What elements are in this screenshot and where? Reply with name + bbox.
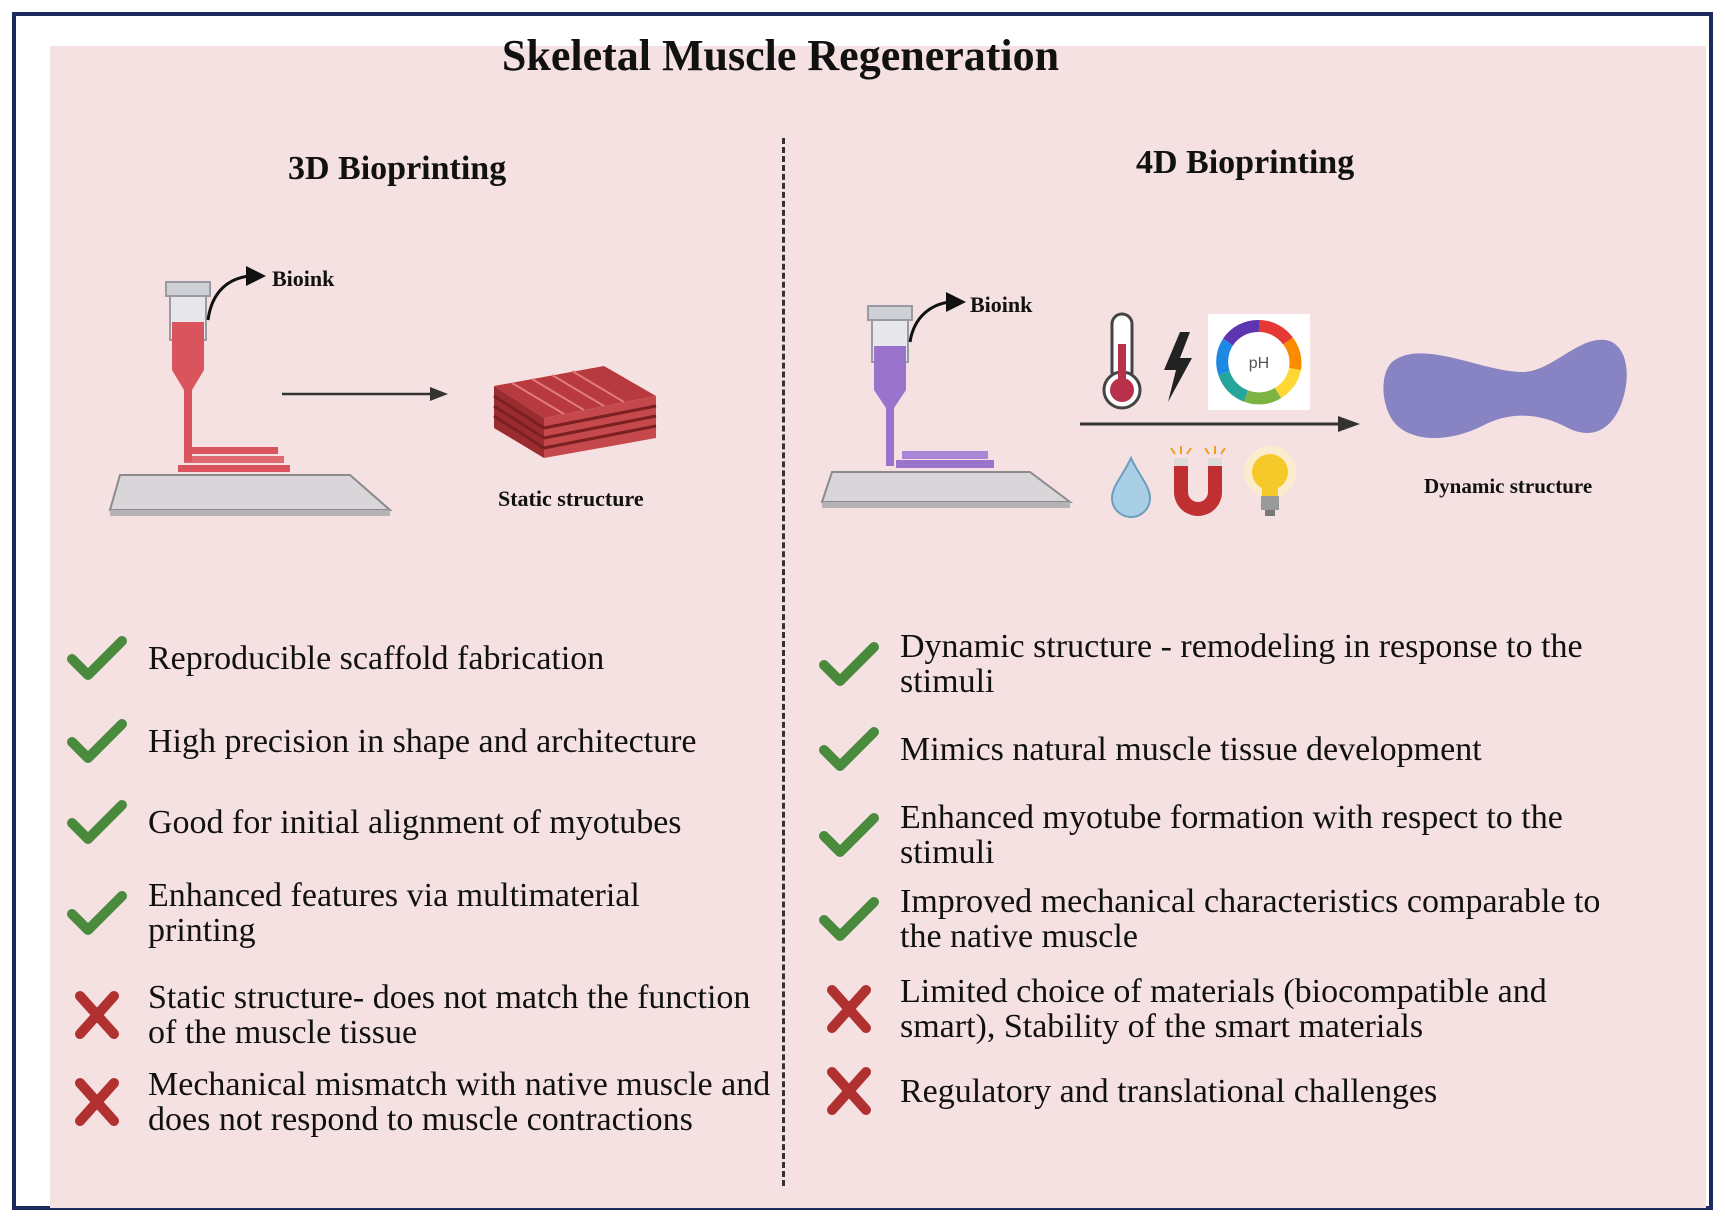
bioink-label-4d: Bioink xyxy=(970,292,1033,317)
static-scaffold-icon xyxy=(493,366,657,458)
check-icon xyxy=(818,639,880,689)
list-item-text: Mechanical mismatch with native muscle a… xyxy=(148,1066,771,1138)
list-item-text: Reproducible scaffold fabrication xyxy=(148,639,605,677)
list-item: Static structure- does not match the fun… xyxy=(66,980,758,1050)
check-icon xyxy=(66,797,128,847)
list-item: Limited choice of materials (biocompatib… xyxy=(818,974,1640,1044)
list-item-text: Limited choice of materials (biocompatib… xyxy=(900,973,1547,1045)
list-item-text: Dynamic structure - remodeling in respon… xyxy=(900,628,1583,700)
printer-3d-icon xyxy=(108,266,393,516)
check-icon xyxy=(66,633,128,683)
cross-icon xyxy=(818,984,880,1034)
list-item-text: Enhanced features via multimaterial prin… xyxy=(148,877,640,949)
list-item: Reproducible scaffold fabrication xyxy=(66,633,604,683)
list-item-text: Improved mechanical characteristics comp… xyxy=(900,883,1601,955)
heading-4d-bioprinting: 4D Bioprinting xyxy=(1136,144,1355,181)
dynamic-shape-icon xyxy=(1383,339,1627,439)
light-bulb-icon xyxy=(1244,446,1296,516)
figure-panel xyxy=(50,46,1706,1208)
list-item: Good for initial alignment of myotubes xyxy=(66,797,682,847)
figure-title: Skeletal Muscle Regeneration xyxy=(501,31,1060,80)
thermometer-icon xyxy=(1102,312,1142,410)
list-item-text: Enhanced myotube formation with respect … xyxy=(900,799,1563,871)
list-item: Mimics natural muscle tissue development xyxy=(818,724,1482,774)
ph-scale-icon: pH xyxy=(1208,314,1310,410)
figure-frame xyxy=(12,12,1713,1210)
check-icon xyxy=(818,724,880,774)
cross-icon xyxy=(66,990,128,1040)
check-icon xyxy=(66,888,128,938)
list-item: High precision in shape and architecture xyxy=(66,716,697,766)
ph-label: pH xyxy=(1249,355,1269,372)
water-drop-icon xyxy=(1110,455,1152,518)
list-item: Enhanced features via multimaterial prin… xyxy=(66,878,708,948)
cross-icon xyxy=(818,1066,880,1116)
list-item: Enhanced myotube formation with respect … xyxy=(818,800,1640,870)
check-icon xyxy=(818,810,880,860)
list-item: Improved mechanical characteristics comp… xyxy=(818,884,1640,954)
list-item: Mechanical mismatch with native muscle a… xyxy=(66,1067,788,1137)
heading-3d-bioprinting: 3D Bioprinting xyxy=(288,150,507,187)
list-item-text: Good for initial alignment of myotubes xyxy=(148,803,682,841)
printer-4d-icon xyxy=(820,292,1073,508)
static-structure-label: Static structure xyxy=(498,486,644,511)
list-item-text: Static structure- does not match the fun… xyxy=(148,979,751,1051)
bioink-label-3d: Bioink xyxy=(272,266,335,291)
dynamic-structure-label: Dynamic structure xyxy=(1424,474,1593,498)
list-item-text: High precision in shape and architecture xyxy=(148,722,697,760)
list-item-text: Regulatory and translational challenges xyxy=(900,1072,1438,1110)
cross-icon xyxy=(66,1077,128,1127)
list-item: Dynamic structure - remodeling in respon… xyxy=(818,629,1660,699)
check-icon xyxy=(66,716,128,766)
list-item-text: Mimics natural muscle tissue development xyxy=(900,730,1482,768)
list-item: Regulatory and translational challenges xyxy=(818,1066,1437,1116)
arrow-3d xyxy=(282,387,448,401)
dashed-divider xyxy=(782,138,785,1186)
arrow-4d xyxy=(1080,416,1360,432)
lightning-icon xyxy=(1164,332,1192,402)
check-icon xyxy=(818,894,880,944)
magnet-icon xyxy=(1170,446,1226,516)
